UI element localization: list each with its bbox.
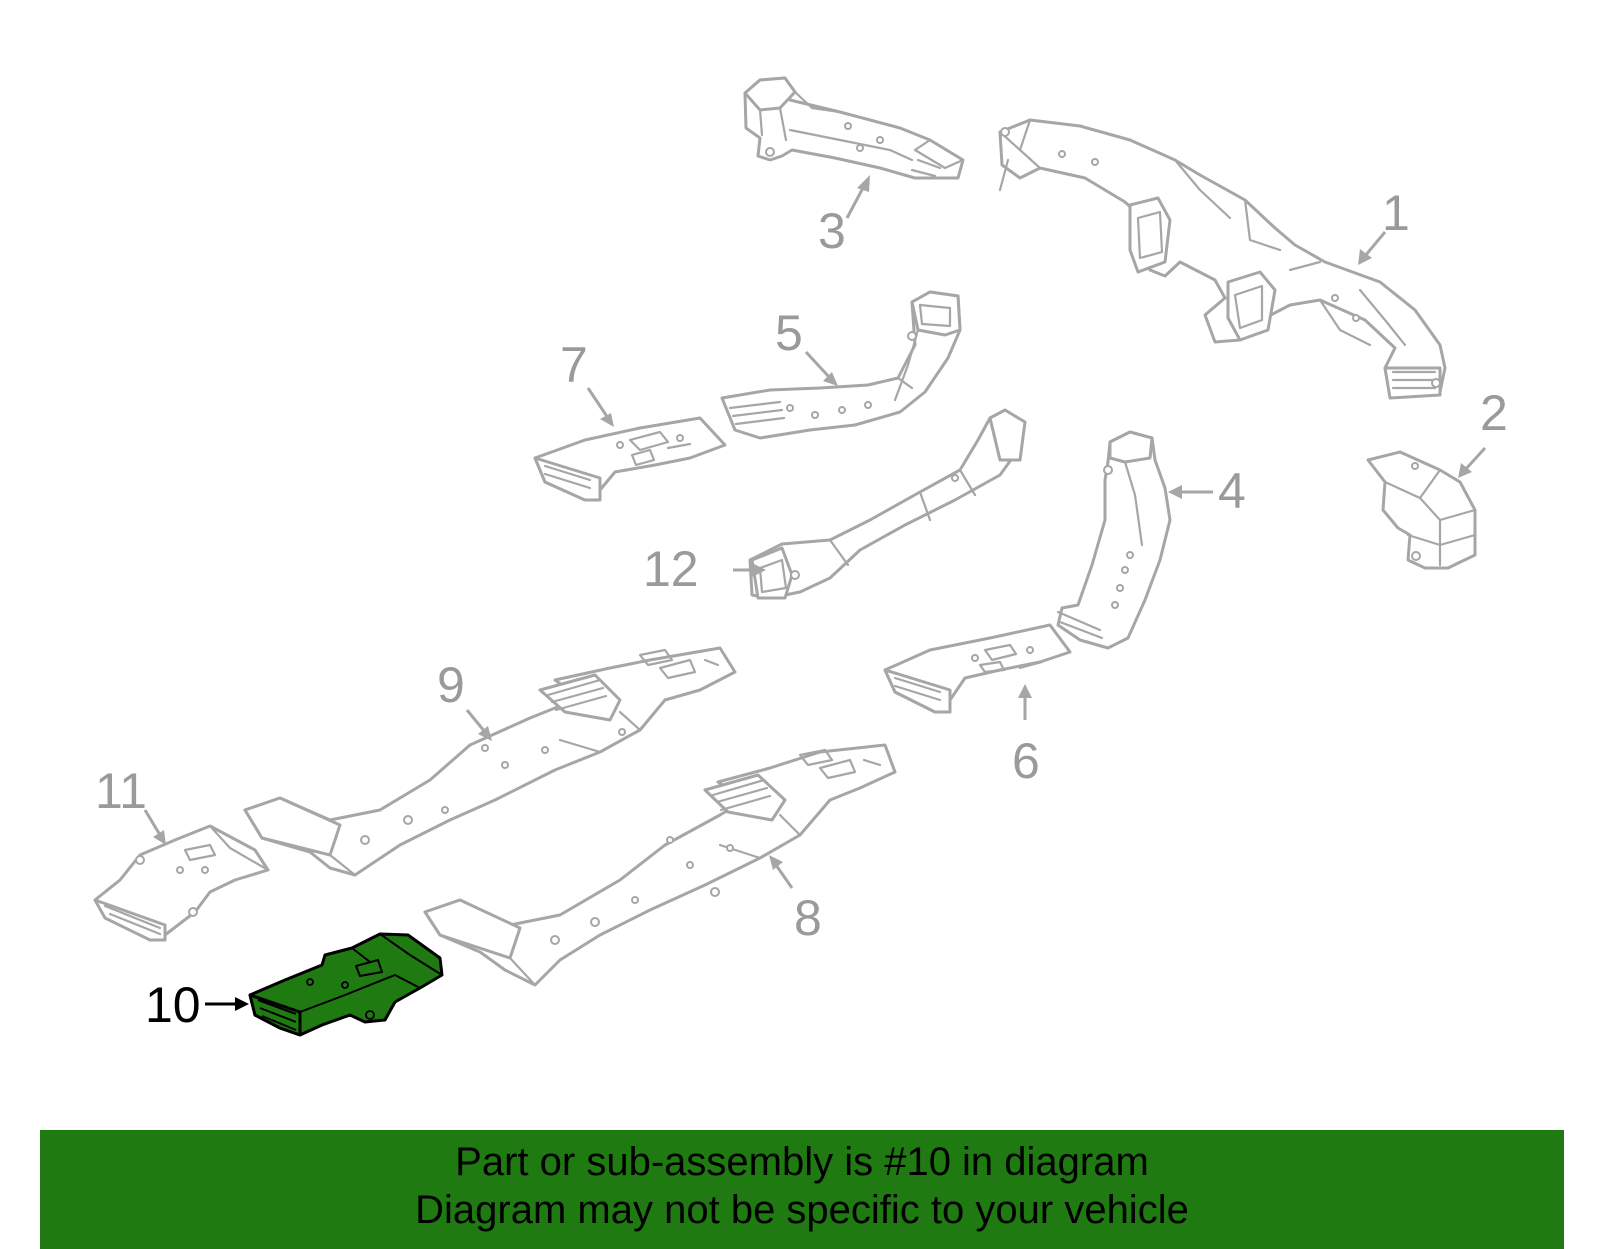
callout-7[interactable]: 7 <box>560 337 588 393</box>
banner-line-2: Diagram may not be specific to your vehi… <box>415 1188 1189 1232</box>
part-2-duct[interactable] <box>1366 450 1477 570</box>
callout-2[interactable]: 2 <box>1480 385 1508 441</box>
part-12-duct[interactable] <box>748 408 1027 600</box>
part-10-register-selected[interactable] <box>248 932 444 1037</box>
banner-line-1: Part or sub-assembly is #10 in diagram <box>455 1140 1149 1184</box>
part-5-duct[interactable] <box>720 290 962 440</box>
part-9-duct[interactable] <box>243 646 737 877</box>
part-3-duct[interactable] <box>743 76 965 180</box>
callout-3[interactable]: 3 <box>818 203 846 259</box>
callout-1[interactable]: 1 <box>1382 185 1410 241</box>
part-11-register[interactable] <box>93 824 270 942</box>
callout-9[interactable]: 9 <box>437 657 465 713</box>
part-7-register[interactable] <box>533 416 727 502</box>
part-4-duct[interactable] <box>1056 430 1172 650</box>
callout-labels: 3 1 2 5 7 4 12 9 6 11 8 10 <box>95 185 1508 1033</box>
part-6-register[interactable] <box>883 623 1072 714</box>
callout-8[interactable]: 8 <box>794 890 822 946</box>
info-banner: Part or sub-assembly is #10 in diagram D… <box>40 1130 1564 1249</box>
part-8-duct[interactable] <box>423 743 897 987</box>
callout-5[interactable]: 5 <box>775 305 803 361</box>
leader-lines <box>143 175 1487 1011</box>
callout-11[interactable]: 11 <box>95 763 147 819</box>
part-1-duct[interactable] <box>998 118 1447 400</box>
callout-12[interactable]: 12 <box>643 541 699 597</box>
callout-10[interactable]: 10 <box>145 977 201 1033</box>
callout-6[interactable]: 6 <box>1012 733 1040 789</box>
callout-4[interactable]: 4 <box>1218 463 1246 519</box>
